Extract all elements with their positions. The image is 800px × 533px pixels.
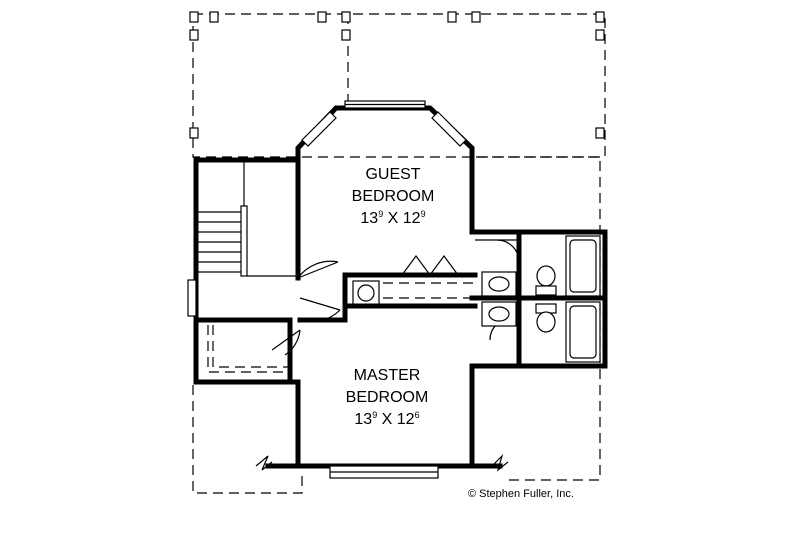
guest-dimensions: 139 X 129 <box>360 209 425 227</box>
guest-dim-width-inches: 9 <box>378 209 383 219</box>
closet <box>352 280 475 306</box>
master-bedroom-label: MASTER BEDROOM 139 X 126 <box>346 367 429 428</box>
guest-bedroom-label: GUEST BEDROOM 139 X 129 <box>352 166 435 227</box>
interior-walls <box>297 229 608 369</box>
bath-fixtures <box>481 235 601 363</box>
windows <box>187 100 467 479</box>
roof-outline <box>192 13 606 494</box>
guest-dim-width: 13 <box>360 210 378 227</box>
master-dimensions: 139 X 126 <box>354 410 419 428</box>
master-name-line1: MASTER <box>354 367 421 384</box>
master-name-line2: BEDROOM <box>346 389 429 406</box>
doors <box>271 239 520 356</box>
porch-posts <box>189 11 605 139</box>
master-dim-width: 13 <box>354 411 372 428</box>
master-dim-depth: X 12 <box>377 411 414 428</box>
stair <box>196 160 296 277</box>
guest-dim-depth: X 12 <box>383 210 420 227</box>
master-dim-width-inches: 9 <box>372 410 377 420</box>
guest-dim-depth-inches: 9 <box>421 209 426 219</box>
guest-name-line2: BEDROOM <box>352 188 435 205</box>
copyright-credit: © Stephen Fuller, Inc. <box>468 488 574 500</box>
master-dim-depth-inches: 6 <box>415 410 420 420</box>
guest-name-line1: GUEST <box>365 166 420 183</box>
break-lines <box>255 453 509 472</box>
